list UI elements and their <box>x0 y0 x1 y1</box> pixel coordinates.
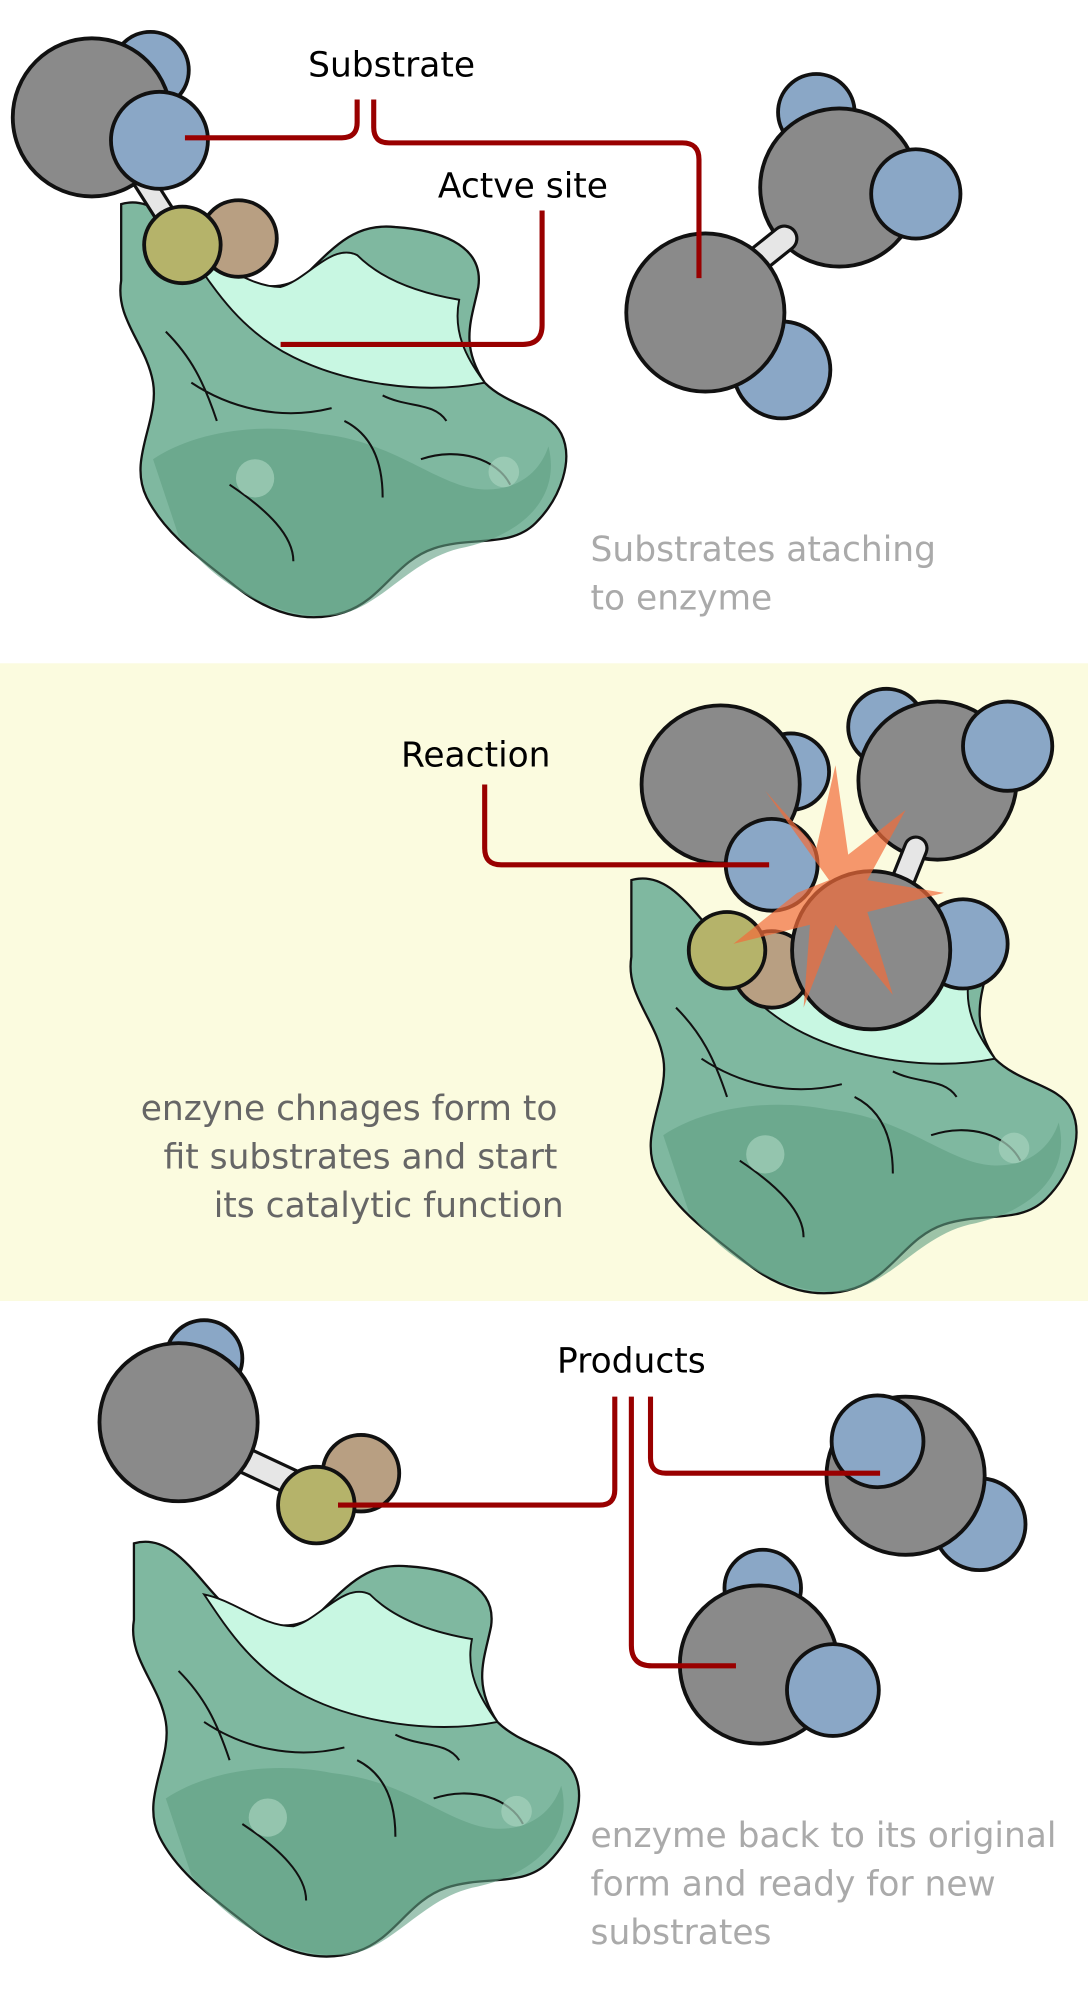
substrate-molecule-right <box>624 72 963 421</box>
panel-substrates-attaching: Substrate Actve site Substrates ataching… <box>0 0 1088 664</box>
products-label: Products <box>557 1341 706 1381</box>
active-site-label: Actve site <box>438 167 608 207</box>
reaction-burst <box>733 765 944 1008</box>
substrate-pointer-line <box>184 99 702 279</box>
note-line-3: its catalytic function <box>214 1186 564 1226</box>
note-line-1: Substrates ataching <box>591 530 936 570</box>
note-line-1: enzyne chnages form to <box>141 1089 558 1129</box>
note-line-2: to enzyme <box>591 579 773 619</box>
product-molecule-2 <box>824 1393 1028 1573</box>
note-line-2: fit substrates and start <box>164 1137 558 1177</box>
active-site-pointer-line <box>280 210 545 347</box>
substrate-label: Substrate <box>308 46 475 86</box>
reaction-label: Reaction <box>401 736 551 776</box>
product-molecule-3 <box>677 1547 881 1746</box>
note-line-2: form and ready for new <box>591 1864 996 1904</box>
reaction-pointer-line <box>482 784 770 868</box>
note-line-1: enzyme back to its original <box>591 1816 1057 1856</box>
panel-products: Products enzyme back to its original for… <box>0 1301 1088 2000</box>
substrate-molecule-left <box>10 29 279 286</box>
products-pointer-line <box>338 1396 881 1669</box>
panel-reaction: Reaction enzyne chnages form to fit subs… <box>0 663 1088 1302</box>
note-line-3: substrates <box>591 1913 772 1953</box>
product-molecule-1 <box>97 1318 402 1546</box>
